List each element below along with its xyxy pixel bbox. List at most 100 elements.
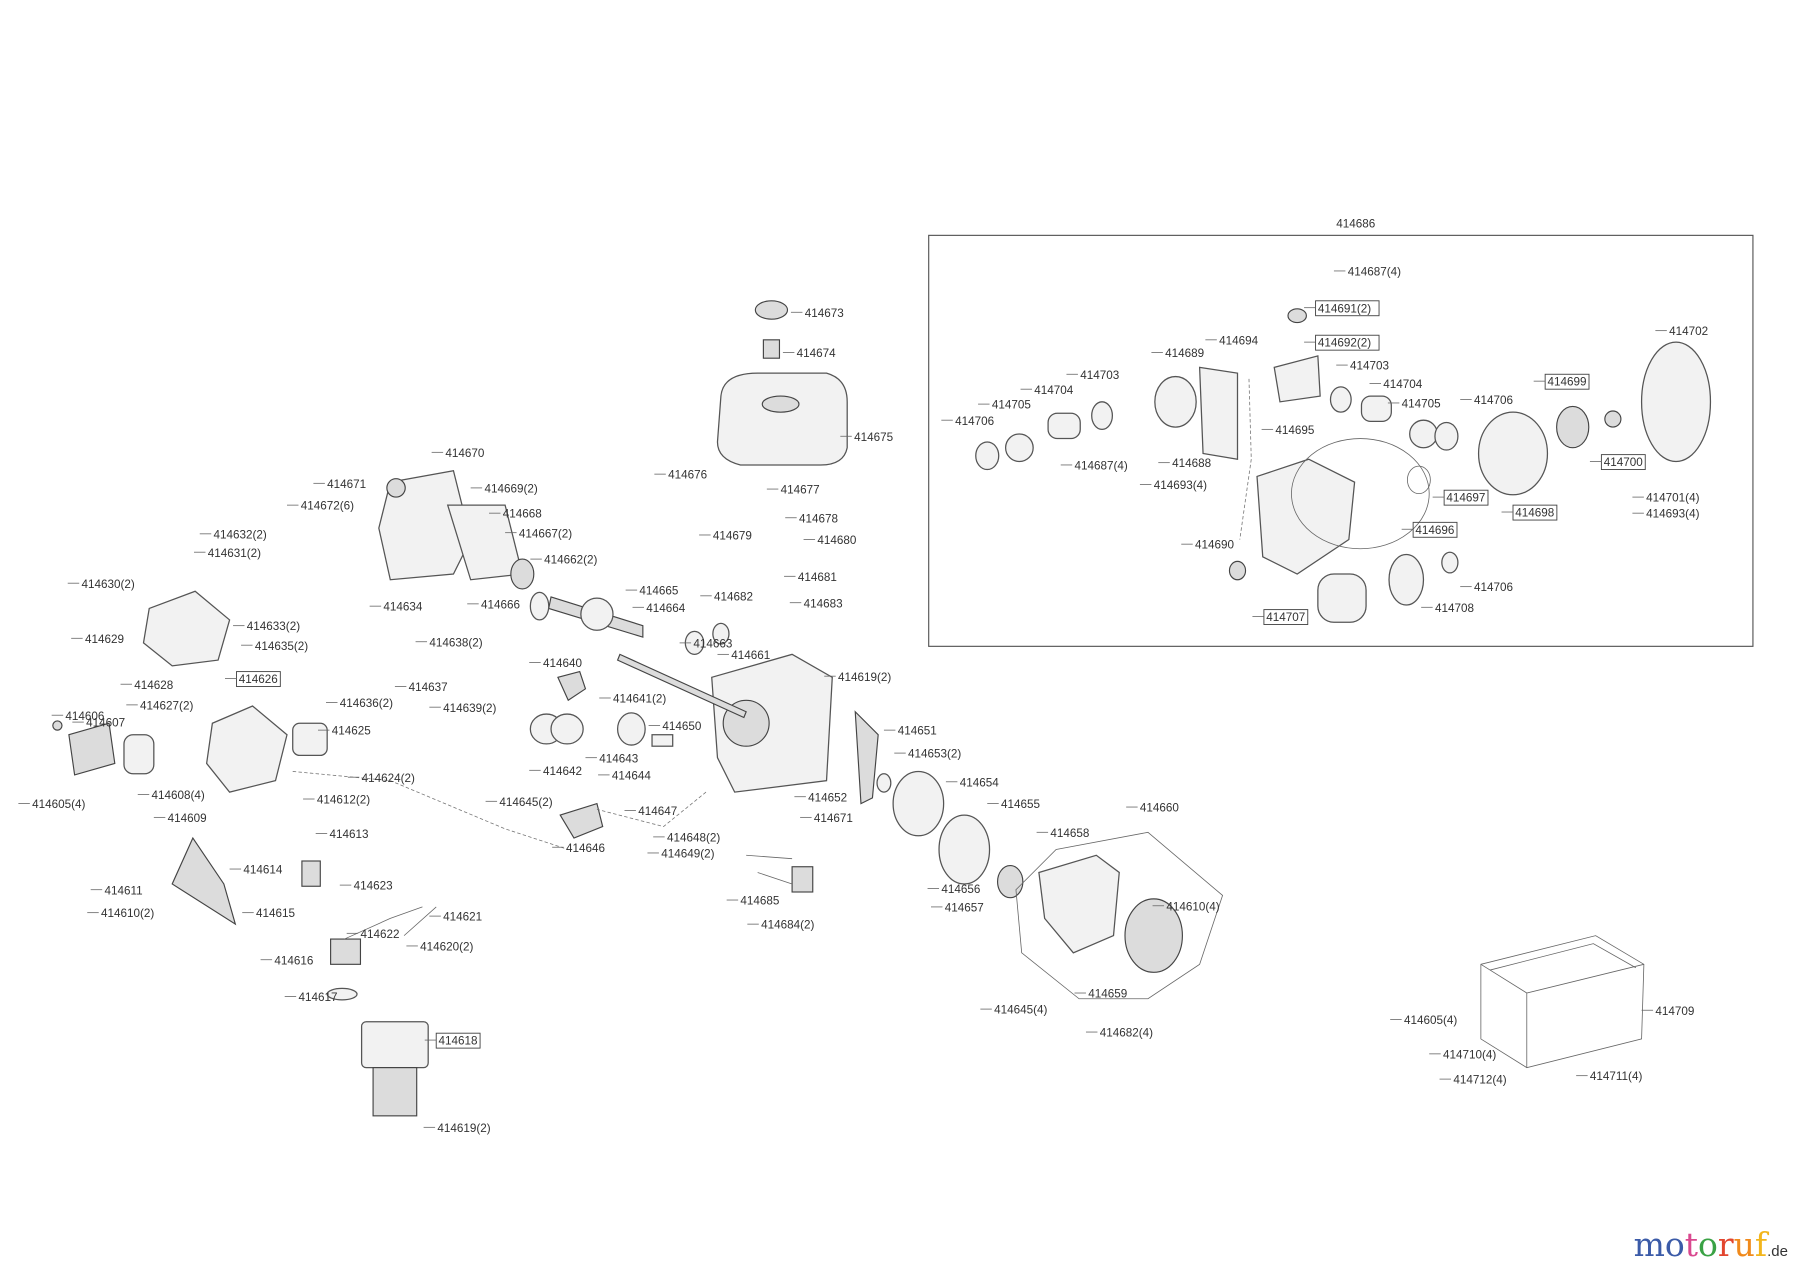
- part-number-label: 414661: [731, 649, 770, 662]
- part-number-label: 414698: [1515, 507, 1554, 520]
- part-number-box: [1544, 373, 1590, 390]
- part-number-label: 414606: [65, 710, 104, 723]
- part-number-label: 414663: [693, 637, 732, 650]
- logo-letter: t: [1684, 1225, 1698, 1264]
- part-number-label: 414647: [638, 805, 677, 818]
- part-number-label: 414682(4): [1100, 1027, 1153, 1040]
- part-number-label: 414625: [332, 725, 372, 738]
- part-number-label: 414655: [1001, 798, 1041, 811]
- air-filter: [171, 836, 437, 1117]
- part-number-label: 414688: [1172, 457, 1211, 470]
- part-number-label: 414607: [86, 717, 125, 730]
- part-number-label: 414704: [1034, 384, 1074, 397]
- part-number-label: 414621: [443, 911, 482, 924]
- part-number-label: 414643: [599, 752, 638, 765]
- part-number-box: [1412, 521, 1458, 538]
- part-number-label: 414610(4): [1166, 900, 1219, 913]
- part-number-label: 414668: [503, 508, 542, 521]
- part-number-label: 414612(2): [317, 794, 370, 807]
- part-number-box: [1315, 334, 1380, 351]
- piston: [529, 670, 674, 747]
- part-number-label: 414654: [960, 776, 1000, 789]
- part-number-label: 414670: [445, 447, 485, 460]
- part-number-label: 414605(4): [1404, 1014, 1457, 1027]
- part-number-label: 414640: [543, 657, 583, 670]
- logo-letter: o: [1698, 1225, 1718, 1264]
- part-number-label: 414619(2): [838, 671, 891, 684]
- part-number-box: [236, 671, 281, 687]
- part-number-label: 414619(2): [437, 1122, 490, 1135]
- part-number-label: 414617: [298, 991, 337, 1004]
- part-number-label: 414628: [134, 679, 173, 692]
- part-number-label: 414634: [383, 601, 423, 614]
- part-number-label: 414623: [354, 880, 393, 893]
- part-number-label: 414679: [713, 530, 752, 543]
- part-number-label: 414687(4): [1074, 460, 1127, 473]
- part-number-label: 414671: [327, 478, 366, 491]
- part-number-label: 414672(6): [301, 500, 354, 513]
- part-number-label: 414673: [805, 307, 844, 320]
- part-number-label: 414638(2): [429, 636, 482, 649]
- pump-housing: [975, 308, 1712, 623]
- part-number-box: [1315, 300, 1380, 317]
- part-number-label: 414648(2): [667, 831, 720, 844]
- part-number-label: 414641(2): [613, 693, 666, 706]
- part-number-label: 414642: [543, 765, 582, 778]
- part-number-label: 414630(2): [82, 578, 135, 591]
- part-number-label: 414666: [481, 598, 520, 611]
- part-number-box: [1263, 609, 1309, 625]
- part-number-label: 414624(2): [362, 772, 415, 785]
- part-number-label: 414674: [797, 347, 837, 360]
- part-number-label: 414665: [639, 585, 679, 598]
- part-number-label: 414633(2): [247, 620, 300, 633]
- crankcase: [378, 469, 833, 793]
- part-number-label: 414682: [714, 590, 753, 603]
- logo-letter: f: [1754, 1225, 1768, 1264]
- part-number-label: 414705: [992, 399, 1032, 412]
- part-number-label: 414706: [1474, 394, 1513, 407]
- part-number-label: 414681: [798, 571, 837, 584]
- part-number-label: 414626: [239, 673, 278, 686]
- part-number-label: 414707: [1266, 611, 1305, 624]
- part-labels: 414686414687(4)414691(2)414692(2)4146944…: [18, 217, 1708, 1135]
- part-number-label: 414678: [799, 512, 838, 525]
- part-number-label: 414696: [1415, 524, 1454, 537]
- part-number-label: 414700: [1604, 456, 1644, 469]
- part-number-box: [1600, 454, 1646, 471]
- part-number-label: 414695: [1275, 424, 1315, 437]
- part-number-label: 414649(2): [661, 848, 714, 861]
- part-number-label: 414685: [740, 895, 780, 908]
- part-number-label: 414605(4): [32, 798, 85, 811]
- part-number-label: 414693(4): [1646, 508, 1699, 521]
- cylinder-head: [52, 590, 328, 793]
- part-number-label: 414709: [1655, 1005, 1694, 1018]
- part-number-label: 414627(2): [140, 699, 193, 712]
- part-number-box: [1443, 489, 1489, 506]
- part-number-label: 414660: [1140, 802, 1180, 815]
- part-number-label: 414645(2): [499, 796, 552, 809]
- part-number-label: 414636(2): [340, 697, 393, 710]
- part-number-label: 414676: [668, 469, 707, 482]
- logo-letter: r: [1717, 1225, 1734, 1264]
- part-number-label: 414616: [274, 954, 313, 967]
- part-number-label: 414675: [854, 431, 894, 444]
- part-number-label: 414703: [1080, 369, 1119, 382]
- part-number-label: 414683: [804, 597, 843, 610]
- part-number-label: 414702: [1669, 325, 1708, 338]
- part-number-label: 414693(4): [1154, 479, 1207, 492]
- part-number-label: 414694: [1219, 334, 1259, 347]
- part-number-label: 414667(2): [519, 527, 572, 540]
- frame: [1480, 935, 1645, 1069]
- part-number-label: 414639(2): [443, 702, 496, 715]
- part-number-label: 414615: [256, 907, 296, 920]
- part-number-label: 414613: [329, 828, 368, 841]
- part-number-label: 414620(2): [420, 941, 473, 954]
- part-number-label: 414671: [814, 812, 853, 825]
- part-number-label: 414692(2): [1318, 337, 1371, 350]
- part-number-label: 414704: [1383, 378, 1423, 391]
- part-number-label: 414701(4): [1646, 492, 1699, 505]
- part-number-label: 414657: [945, 902, 984, 915]
- part-number-label: 414645(4): [994, 1004, 1047, 1017]
